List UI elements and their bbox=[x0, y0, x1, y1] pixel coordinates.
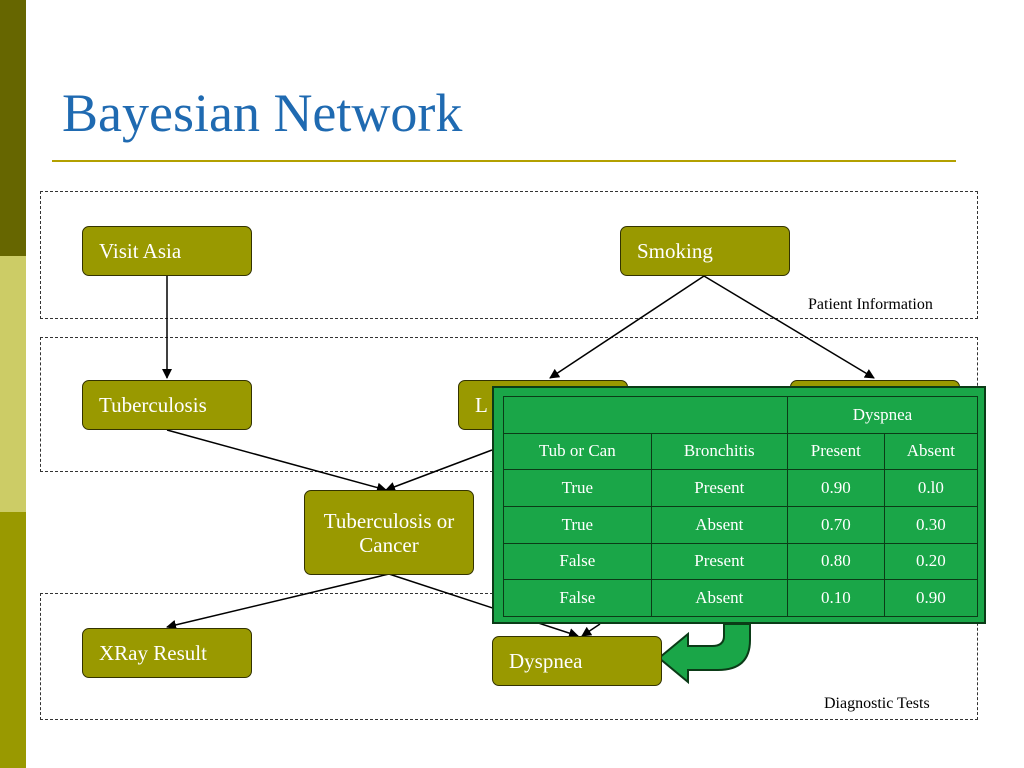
table-row: False Present 0.80 0.20 bbox=[503, 542, 979, 581]
column-header-present: Present bbox=[786, 432, 885, 471]
table-row: True Present 0.90 0.l0 bbox=[503, 469, 979, 507]
edge-tuberculosis-to-tub-or-cancer bbox=[166, 429, 387, 493]
column-header-bronchitis: Bronchitis bbox=[650, 432, 788, 471]
table-row: True Absent 0.70 0.30 bbox=[503, 505, 979, 544]
table-column-header-row: Tub or Can Bronchitis Present Absent bbox=[503, 432, 979, 471]
node-smoking: Smoking bbox=[620, 226, 790, 276]
table-cell: Absent bbox=[650, 579, 788, 617]
edge-tub-or-cancer-to-xray bbox=[166, 573, 390, 630]
edge-lung-cancer-to-tub-or-cancer bbox=[385, 449, 493, 492]
column-header-tub-or-can: Tub or Can bbox=[503, 432, 652, 471]
table-cell: 0.20 bbox=[883, 542, 979, 581]
table-cell: 0.30 bbox=[883, 505, 979, 544]
table-row: False Absent 0.10 0.90 bbox=[503, 579, 979, 617]
node-visit-asia: Visit Asia bbox=[82, 226, 252, 276]
sidebar-segment-middle bbox=[0, 256, 26, 512]
title-underline bbox=[52, 160, 956, 162]
column-header-absent: Absent bbox=[883, 432, 979, 471]
table-cell: True bbox=[503, 505, 652, 544]
node-xray-result: XRay Result bbox=[82, 628, 252, 678]
table-cell: 0.80 bbox=[786, 542, 885, 581]
edge-smoking-to-bronchitis bbox=[703, 275, 875, 379]
table-cell: Absent bbox=[650, 505, 788, 544]
sidebar-segment-bottom bbox=[0, 512, 26, 768]
node-tuberculosis-or-cancer: Tuberculosis or Cancer bbox=[304, 490, 474, 575]
table-cell: Present bbox=[650, 469, 788, 507]
table-cell: 0.90 bbox=[883, 579, 979, 617]
cpt-grid: Dyspnea Tub or Can Bronchitis Present Ab… bbox=[503, 396, 979, 617]
sidebar-stripe bbox=[0, 0, 26, 768]
table-header-blank bbox=[503, 396, 788, 434]
slide-title: Bayesian Network bbox=[62, 83, 463, 143]
table-cell: False bbox=[503, 579, 652, 617]
edge-bronchitis-to-dyspnea bbox=[581, 623, 601, 637]
edge-smoking-to-lung-cancer bbox=[549, 275, 705, 379]
node-tuberculosis: Tuberculosis bbox=[82, 380, 252, 430]
table-header-row: Dyspnea bbox=[503, 396, 979, 434]
table-cell: 0.10 bbox=[786, 579, 885, 617]
table-cell: 0.70 bbox=[786, 505, 885, 544]
table-cell: 0.90 bbox=[786, 469, 885, 507]
node-dyspnea: Dyspnea bbox=[492, 636, 662, 686]
table-cell: True bbox=[503, 469, 652, 507]
diagnostic-tests-label: Diagnostic Tests bbox=[824, 695, 930, 712]
table-cell: Present bbox=[650, 542, 788, 581]
table-cell: False bbox=[503, 542, 652, 581]
table-cell: 0.l0 bbox=[883, 469, 979, 507]
table-callout-arrow bbox=[657, 623, 751, 685]
dyspnea-probability-table: Dyspnea Tub or Can Bronchitis Present Ab… bbox=[492, 386, 986, 624]
edge-tub-or-cancer-to-dyspnea bbox=[388, 573, 579, 638]
table-group-header: Dyspnea bbox=[786, 396, 979, 434]
patient-information-label: Patient Information bbox=[808, 296, 933, 313]
patient-information-region bbox=[40, 191, 978, 319]
sidebar-segment-top bbox=[0, 0, 26, 256]
